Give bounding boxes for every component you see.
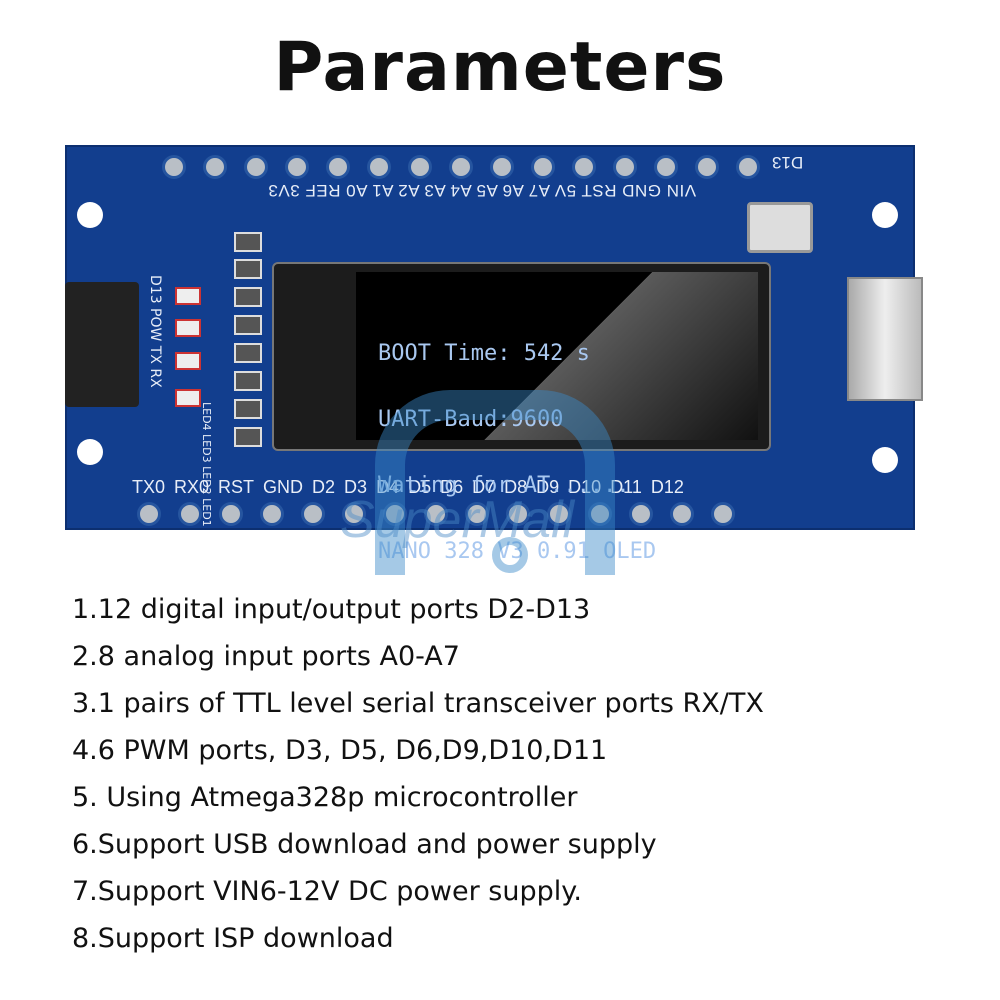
header-pin (244, 155, 268, 179)
pin-header (65, 282, 139, 407)
header-pin (383, 502, 407, 526)
header-pin (572, 155, 596, 179)
header-pin (219, 502, 243, 526)
parameter-item: 2.8 analog input ports A0-A7 (72, 641, 460, 672)
oled-line: UART-Baud:9600 (378, 407, 564, 432)
smd-component (234, 399, 262, 419)
smd-component (234, 259, 262, 279)
header-pin (588, 502, 612, 526)
pin-label: D6 (440, 477, 464, 497)
oled-line: Wating for AT...... (378, 473, 630, 498)
pin-label: D2 (312, 477, 336, 497)
oled-module: BOOT Time: 542 s UART-Baud:9600 Wating f… (272, 262, 771, 563)
header-pin (162, 155, 186, 179)
header-pin (695, 155, 719, 179)
smd-component (234, 287, 262, 307)
header-pin (449, 155, 473, 179)
header-pin (670, 502, 694, 526)
mount-hole (872, 447, 898, 473)
header-pin (465, 502, 489, 526)
header-pin (285, 155, 309, 179)
header-pin (654, 155, 678, 179)
header-pin (531, 155, 555, 179)
pin-label: RST (218, 477, 255, 497)
mount-hole (77, 439, 103, 465)
parameter-list: 1.12 digital input/output ports D2-D13 2… (72, 590, 764, 966)
parameter-item: 1.12 digital input/output ports D2-D13 (72, 594, 591, 625)
pin-label: D4 (376, 477, 400, 497)
pin-label: TX0 (132, 477, 166, 497)
d13-label: D13 (772, 153, 804, 172)
side-labels: D13 POW TX RX (147, 275, 163, 388)
header-pin (203, 155, 227, 179)
parameter-item: 7.Support VIN6-12V DC power supply. (72, 876, 582, 907)
top-pin-labels: VIN GND RST 5V A7 A6 A5 A4 A3 A2 A1 A0 R… (267, 181, 697, 200)
pin-label: RX0 (174, 477, 210, 497)
parameter-item: 5. Using Atmega328p microcontroller (72, 782, 578, 813)
header-pin (490, 155, 514, 179)
parameter-item: 8.Support ISP download (72, 923, 394, 954)
pin-label: D9 (536, 477, 560, 497)
pin-label: D7 (472, 477, 496, 497)
smd-component (234, 315, 262, 335)
parameter-item: 4.6 PWM ports, D3, D5, D6,D9,D10,D11 (72, 735, 608, 766)
reset-button (747, 202, 813, 253)
header-pin (342, 502, 366, 526)
header-pin (736, 155, 760, 179)
pin-label: D10 (568, 477, 602, 497)
header-pin (367, 155, 391, 179)
oled-line: NANO 328 V3 0.91 OLED (378, 539, 657, 564)
parameter-item: 6.Support USB download and power supply (72, 829, 657, 860)
led (175, 319, 201, 337)
header-pin (424, 502, 448, 526)
mount-hole (77, 202, 103, 228)
watermark-text: SuperMall (340, 491, 575, 549)
parameter-item: 3.1 pairs of TTL level serial transceive… (72, 688, 764, 719)
header-pin (326, 155, 350, 179)
header-pin (613, 155, 637, 179)
pin-label: D11 (610, 477, 642, 497)
bottom-pin-labels: TX0 RX0 RST GND D2 D3 D4 D5 D6 D7 D8 D9 D10 D11 D12 (132, 477, 693, 498)
header-pin (711, 502, 735, 526)
header-pin (301, 502, 325, 526)
led (175, 287, 201, 305)
pin-label: D5 (408, 477, 432, 497)
header-pin (629, 502, 653, 526)
header-pin (547, 502, 571, 526)
header-pin (506, 502, 530, 526)
smd-component (234, 427, 262, 447)
watermark-logo-icon (375, 390, 615, 575)
pin-label: D12 (650, 477, 684, 497)
pin-label: D8 (504, 477, 528, 497)
oled-line: BOOT Time: 542 s (378, 341, 590, 366)
header-pin (408, 155, 432, 179)
micro-usb-port (847, 277, 923, 401)
oled-screen: BOOT Time: 542 s UART-Baud:9600 Wating f… (356, 272, 758, 563)
nano-oled-board: VIN GND RST 5V A7 A6 A5 A4 A3 A2 A1 A0 R… (65, 145, 923, 563)
header-pin (178, 502, 202, 526)
smd-component (234, 371, 262, 391)
pin-label: D3 (344, 477, 368, 497)
smd-component (234, 343, 262, 363)
smd-component (234, 232, 262, 252)
page-title: Parameters (273, 28, 727, 107)
header-pin (137, 502, 161, 526)
led (175, 389, 201, 407)
led-labels: LED4 LED3 LED2 LED1 (200, 402, 213, 527)
mount-hole (872, 202, 898, 228)
pin-label: GND (263, 477, 304, 497)
header-pin (260, 502, 284, 526)
led (175, 352, 201, 370)
